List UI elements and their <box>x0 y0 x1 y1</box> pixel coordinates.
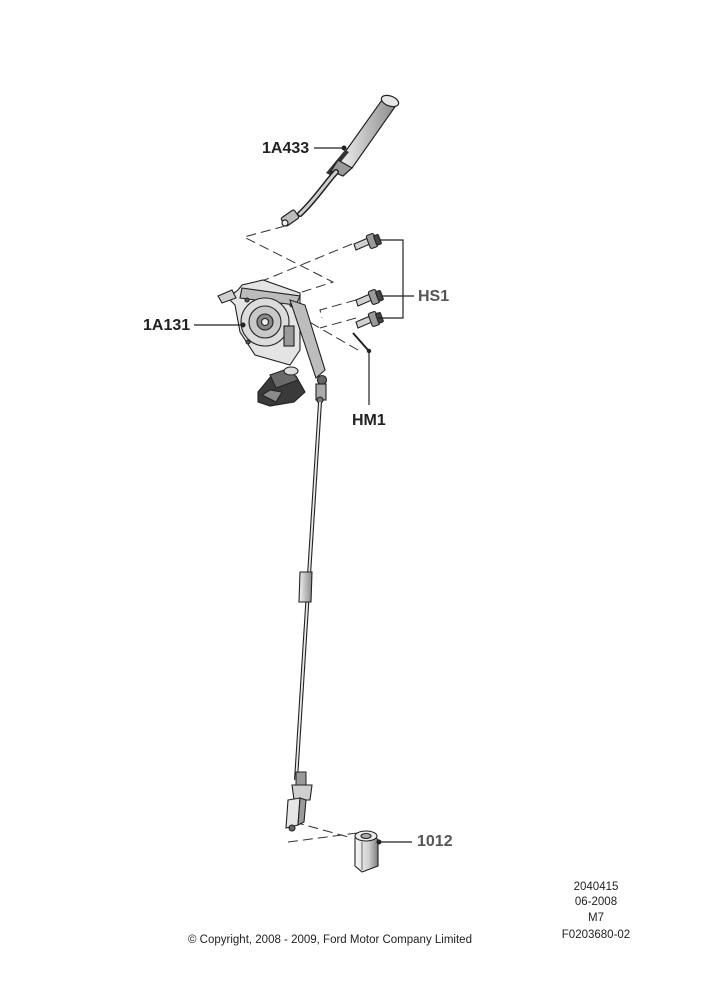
callout-1012: 1012 <box>417 833 453 850</box>
nut-1012 <box>354 830 379 873</box>
figure-code: F0203680-02 <box>561 929 631 941</box>
gear-shift-lever <box>280 94 400 227</box>
callout-HS1: HS1 <box>418 288 450 305</box>
leader-1A433 <box>314 145 347 151</box>
selector-bracket-assembly <box>217 279 328 407</box>
callout-1A433: 1A433 <box>262 140 310 157</box>
drawing-date: 06-2008 <box>574 896 618 908</box>
callout-HM1: HM1 <box>352 412 386 429</box>
drawing-number: 2040415 <box>573 881 619 893</box>
model-code: M7 <box>588 912 604 924</box>
leader-HS1 <box>378 239 414 319</box>
cable-end-fitting <box>285 784 313 832</box>
copyright-notice: © Copyright, 2008 - 2009, Ford Motor Com… <box>188 934 472 946</box>
callout-1A131: 1A131 <box>143 317 191 334</box>
bolt-middle <box>355 289 384 307</box>
leader-1012 <box>376 839 412 845</box>
bolt-lower <box>355 311 384 329</box>
leader-1A131 <box>194 322 246 328</box>
bolt-upper <box>353 233 382 251</box>
shift-cable <box>294 401 322 787</box>
pin-HM1 <box>352 332 372 405</box>
